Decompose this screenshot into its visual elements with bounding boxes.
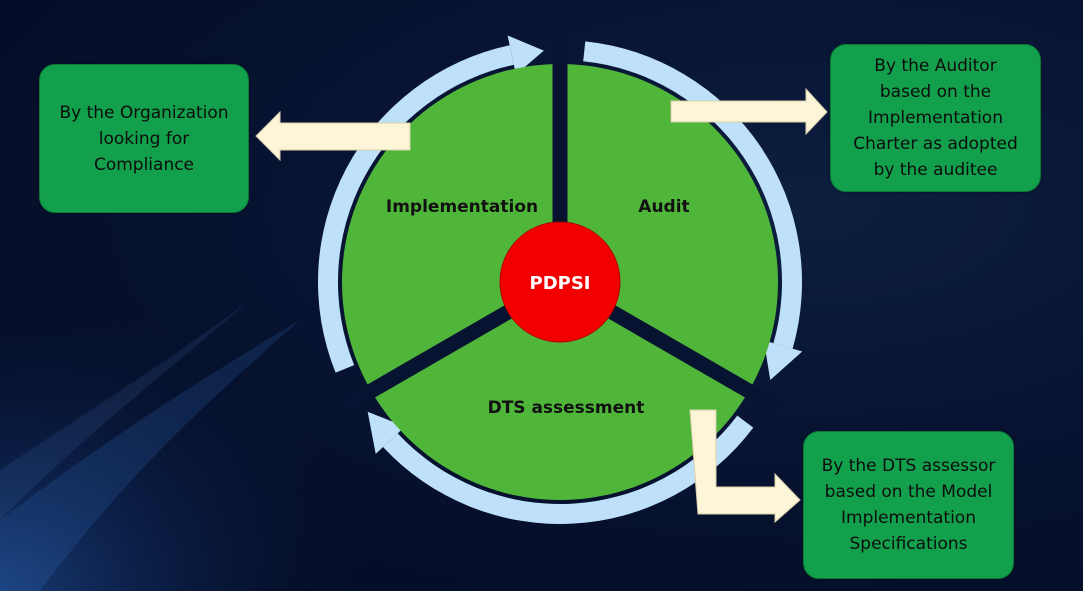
center-label: PDPSI [530,273,591,294]
organization-box-line: By the Organization [59,102,229,123]
arrow-arc-dts-to-implementation [383,415,754,524]
dts-assessor-box-line: By the DTS assessor [821,456,996,476]
arrow-to-dts-assessor [689,409,801,524]
arrow-arc-audit-to-dts-head [763,340,803,381]
organization-box: By the Organization looking for Complian… [39,64,249,213]
segment-label-dts-assessment: DTS assessment [488,398,645,418]
arrow-to-organization [255,110,411,162]
arrow-arc-implementation-to-audit-head [507,35,544,75]
segment-label-audit: Audit [638,197,689,217]
organization-box-line: looking for [98,128,190,149]
arrow-to-auditor [670,87,828,136]
auditor-box-line: By the Auditor [874,56,997,76]
dts-assessor-box: By the DTS assessor based on the Model I… [803,431,1014,579]
dts-assessor-box-line: based on the Model [824,482,993,502]
arrow-arc-implementation-to-audit [318,45,514,373]
arrow-arc-dts-to-implementation-head [367,411,405,454]
background-streak [0,320,300,591]
segment-label-implementation: Implementation [386,197,538,217]
organization-box-line: Compliance [93,154,195,175]
dts-assessor-box-line: Specifications [849,534,968,554]
auditor-box-line: by the auditee [873,160,998,180]
auditor-box: By the Auditor based on the Implementati… [830,44,1041,192]
center-circle [499,221,621,343]
dts-assessor-box-line: Implementation [841,508,976,528]
auditor-box-line: based on the [879,82,992,102]
auditor-box-line: Implementation [868,108,1003,128]
auditor-box-line: Charter as adopted [853,134,1018,154]
